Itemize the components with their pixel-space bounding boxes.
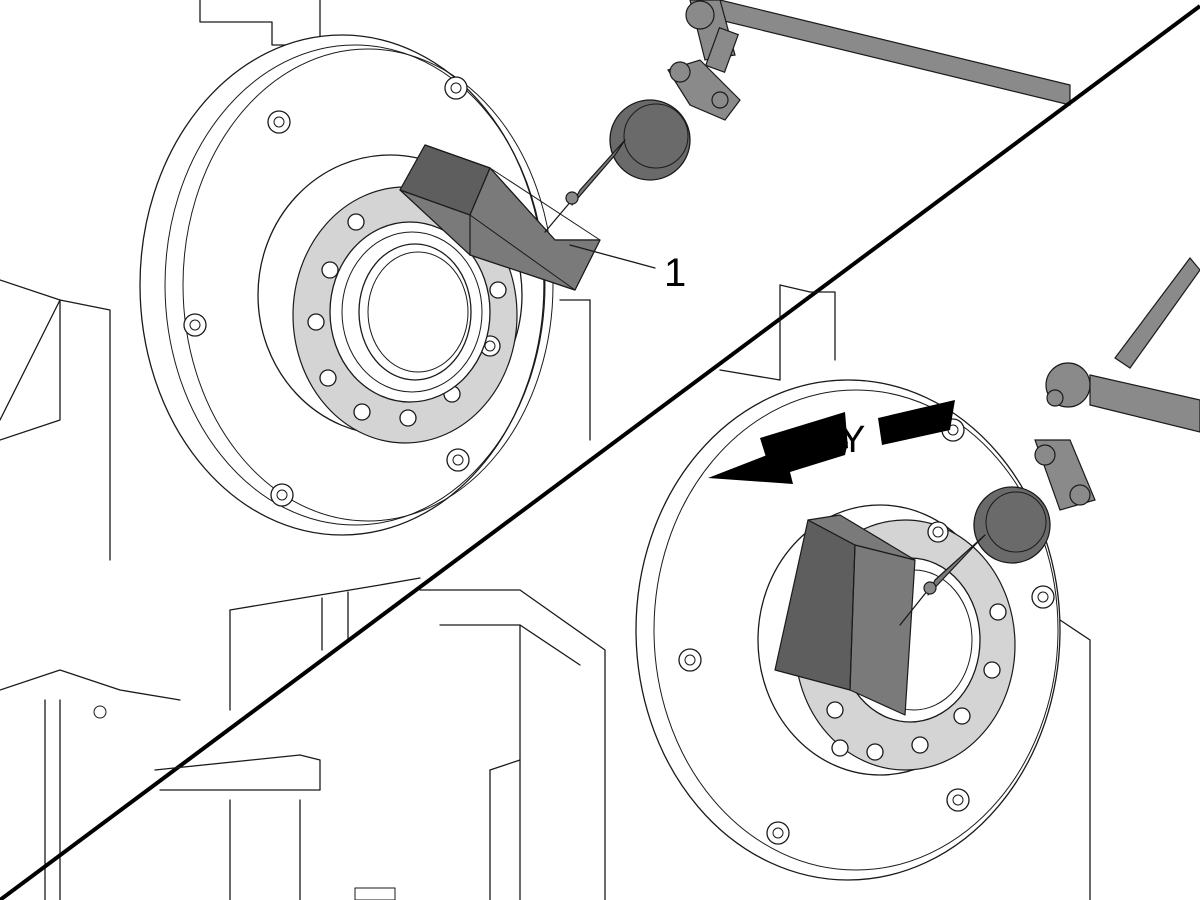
gauge-block bbox=[399, 144, 601, 291]
callout-number: 1 bbox=[664, 251, 686, 295]
machine-body-outline-lower bbox=[154, 284, 1091, 900]
dial-indicator bbox=[544, 99, 691, 233]
y-axis-direction-arrow: Y bbox=[708, 400, 955, 484]
spindle-flange bbox=[139, 34, 554, 536]
dial-indicator-lower bbox=[899, 486, 1051, 626]
ring-holes-lower bbox=[826, 603, 1007, 761]
bottom-right-view: Y bbox=[154, 257, 1200, 900]
machine-body-outline bbox=[0, 0, 591, 900]
y-axis-label: Y bbox=[840, 419, 865, 461]
panel-divider-line bbox=[0, 4, 1200, 900]
indicator-stand-lower bbox=[1034, 257, 1200, 511]
top-left-view: 1 bbox=[0, 0, 1071, 900]
gauge-block-lower bbox=[774, 514, 916, 716]
callout-leader-line bbox=[569, 244, 656, 269]
indicator-stand bbox=[667, 0, 1071, 121]
flange-bolts bbox=[183, 76, 470, 507]
